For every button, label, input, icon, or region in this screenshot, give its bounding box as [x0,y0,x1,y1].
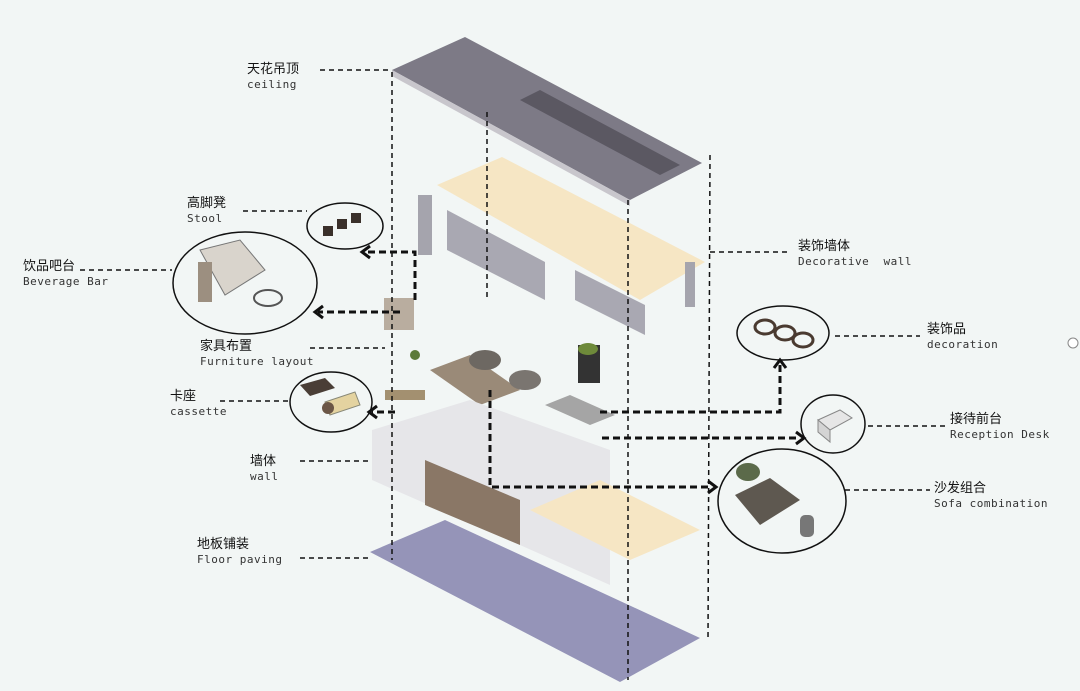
label-en: wall [250,469,279,483]
label-en: Beverage Bar [23,274,109,288]
scroll-indicator[interactable] [1067,337,1079,349]
guide-lines [80,69,945,680]
stool-icons [323,213,361,236]
label-zh: 装饰品 [927,322,967,337]
label-zh: 天花吊顶 [247,62,300,77]
sofa-model [735,463,814,537]
ceiling-light-strip [520,90,680,175]
label-en: Floor paving [197,552,283,566]
label-zh: 卡座 [170,389,197,404]
label-en: Furniture layout [200,354,314,368]
label-zh: 饮品吧台 [23,259,76,274]
label-zh: 装饰墙体 [798,239,851,254]
side-wall-panel [418,195,432,255]
callout-circles [172,202,866,554]
label-en: Reception Desk [950,427,1050,441]
bar-model [198,239,283,307]
label-en: Decorative wall [798,254,912,268]
label-en: decoration [927,337,999,351]
decoration-model [753,318,815,349]
label-zh: 墙体 [250,454,277,469]
label-en: Sofa combination [934,496,1048,510]
cassette-model [300,378,361,416]
label-zh: 高脚凳 [187,196,227,211]
floor-paving-layer [370,520,700,682]
label-zh: 家具布置 [200,339,253,354]
label-en: ceiling [247,77,297,91]
ceiling-edge [392,70,630,206]
ceiling-layer [392,37,702,200]
label-en: Stool [187,211,223,225]
label-zh: 沙发组合 [934,481,987,496]
label-zh: 接待前台 [950,412,1003,427]
label-en: cassette [170,404,227,418]
side-wall-panel [685,262,695,307]
callout-arrows [318,250,798,489]
label-zh: 地板铺装 [197,537,250,552]
wall-floor-beige [530,480,700,560]
furniture-items [384,298,615,425]
desk-model [817,409,853,444]
decorative-wall-layer [437,157,705,300]
wall-dark-panel [425,460,520,545]
decorative-wall-panels [447,210,545,300]
